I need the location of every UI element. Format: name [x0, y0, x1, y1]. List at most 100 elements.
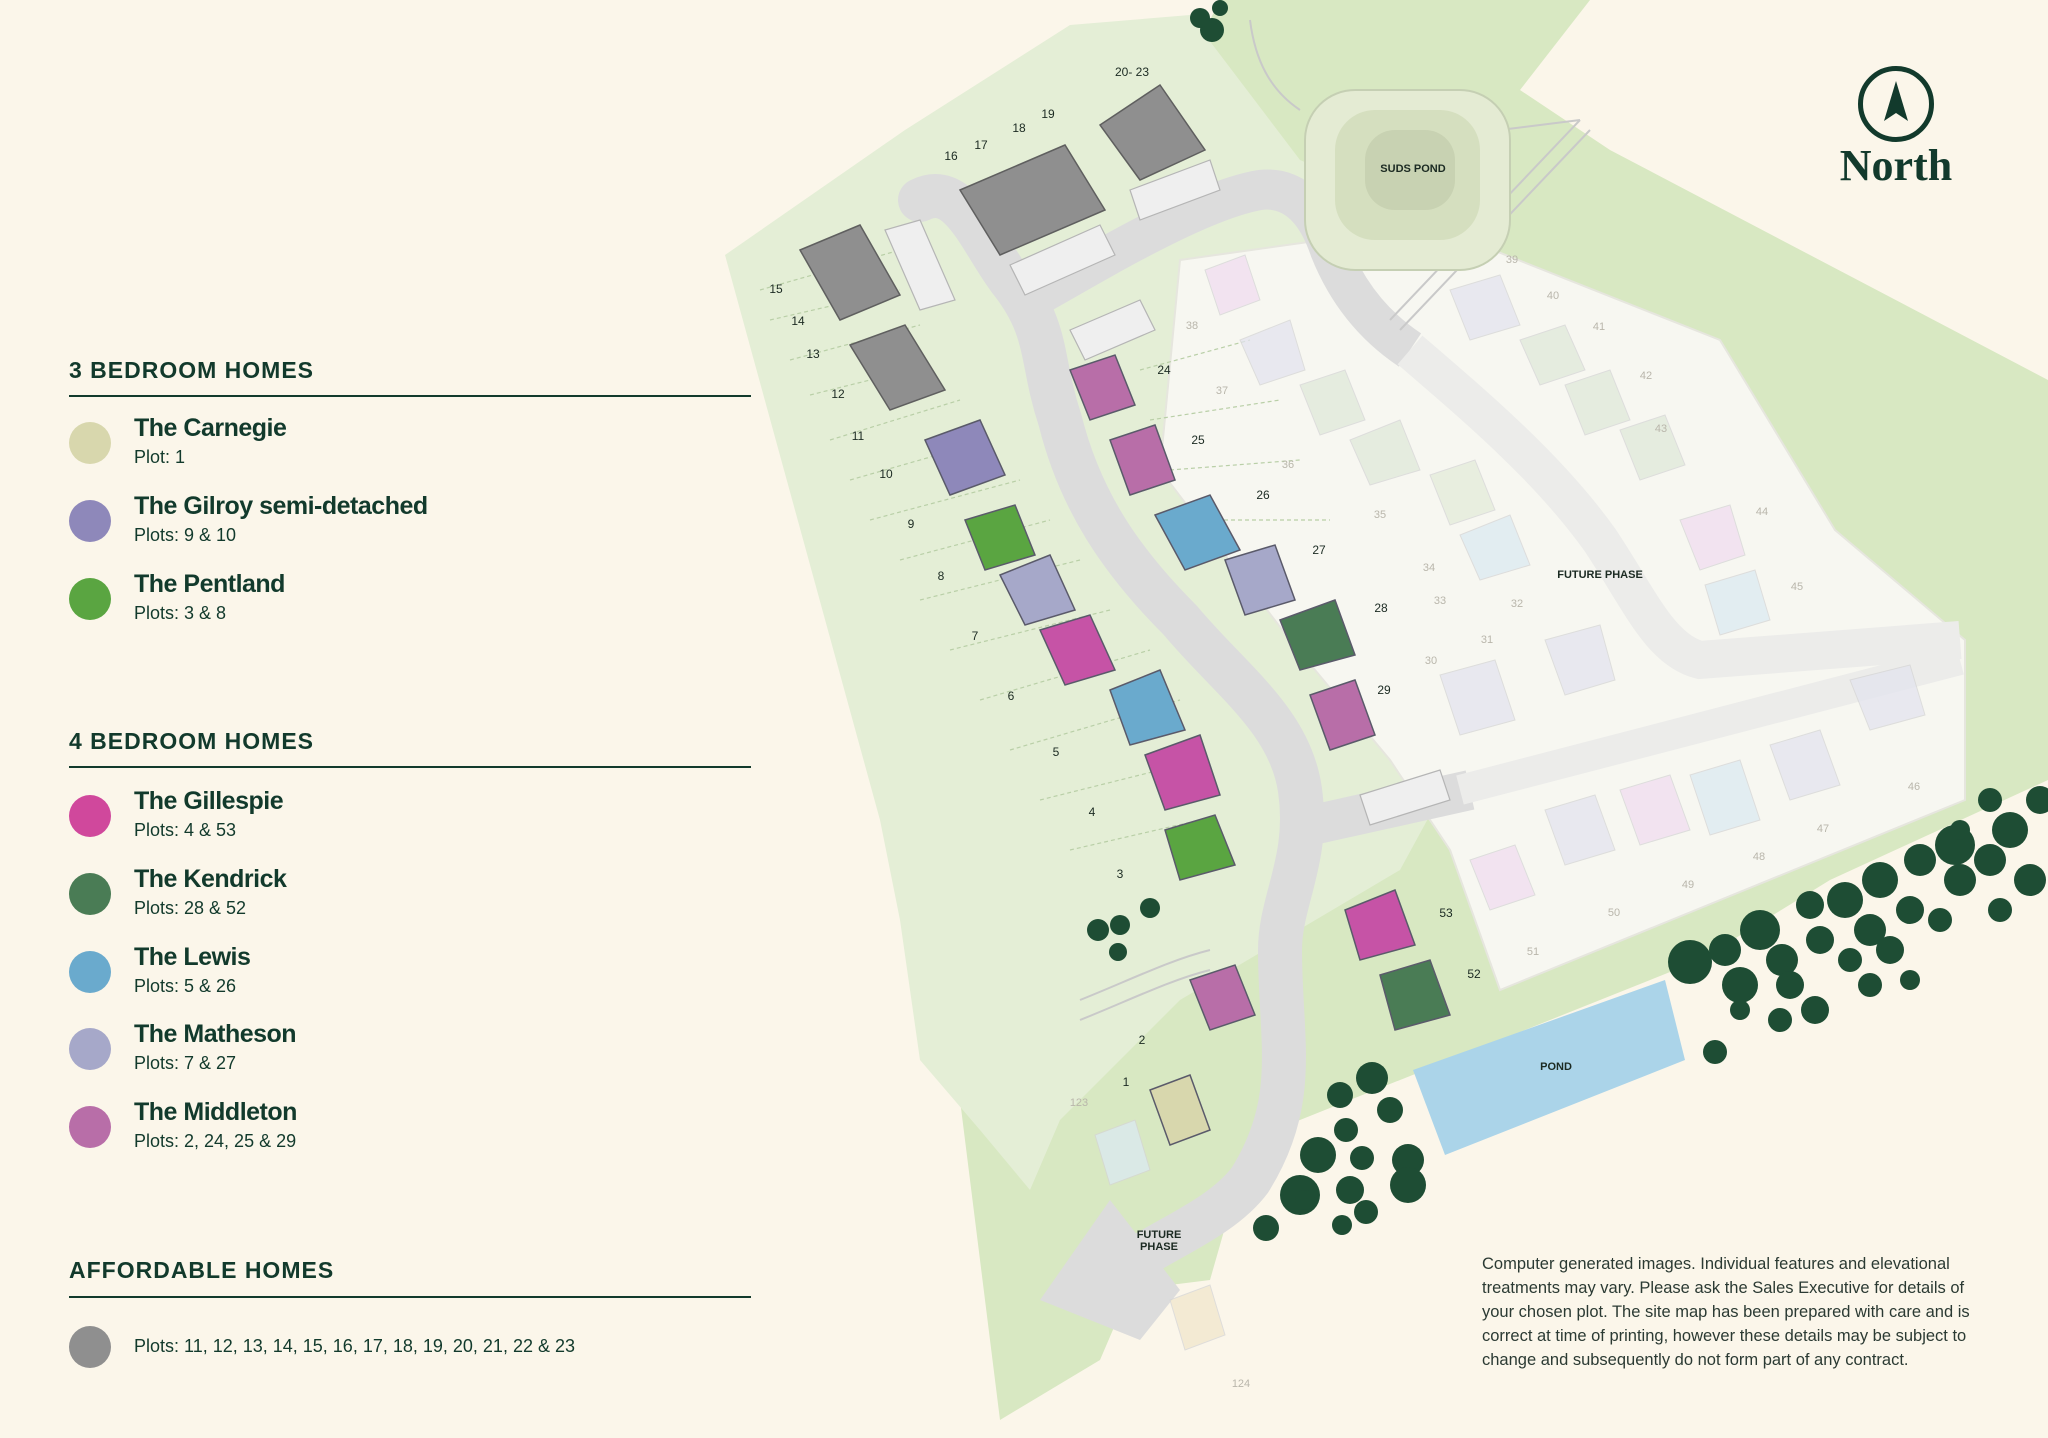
- plot-number: 48: [1753, 851, 1765, 863]
- house-type-plots: Plots: 28 & 52: [134, 898, 247, 918]
- north-arrow-icon: [1858, 66, 1934, 142]
- plot-number: 123: [1070, 1097, 1088, 1109]
- legend-panel: 3 BEDROOM HOMES The Carnegie Plot: 1 The…: [0, 0, 760, 1438]
- access-road: [1040, 1200, 1180, 1340]
- compass: North: [1836, 66, 1956, 191]
- house-type-plots: Plots: 7 & 27: [134, 1053, 237, 1073]
- suds-pond-label: SUDS POND: [1380, 163, 1445, 175]
- house-type-plots: Plots: 3 & 8: [134, 603, 227, 623]
- disclaimer-text: Computer generated images. Individual fe…: [1482, 1255, 1970, 1369]
- legend-item-affordable: Plots: 11, 12, 13, 14, 15, 16, 17, 18, 1…: [69, 1318, 709, 1378]
- affordable-title: AFFORDABLE HOMES: [69, 1257, 335, 1283]
- color-swatch: [69, 795, 111, 837]
- legend-item-carnegie: The Carnegie Plot: 1: [69, 414, 709, 474]
- suds-pond: SUDS POND: [1304, 89, 1511, 271]
- legend-item-pentland: The Pentland Plots: 3 & 8: [69, 570, 709, 630]
- north-road: [1020, 169, 1422, 367]
- plot-number: 10: [879, 467, 893, 481]
- trees: [1087, 0, 2048, 1241]
- house-type-name: The Middleton: [134, 1098, 297, 1126]
- color-swatch: [69, 1106, 111, 1148]
- house-type-plots: Plots: 4 & 53: [134, 820, 237, 840]
- plot-number: 51: [1527, 946, 1539, 958]
- plot-number: 9: [908, 517, 915, 531]
- plot-number: 2: [1139, 1033, 1146, 1047]
- plot-number: 45: [1791, 581, 1803, 593]
- green-field: [960, 0, 2048, 1420]
- plot-number: 44: [1756, 506, 1768, 518]
- plot-number: 16: [944, 149, 958, 163]
- plot-number: 42: [1640, 370, 1652, 382]
- color-swatch: [69, 1028, 111, 1070]
- plot-number: 46: [1908, 781, 1920, 793]
- divider: [69, 395, 751, 397]
- plot-number: 27: [1312, 543, 1326, 557]
- plot-number: 12: [831, 387, 845, 401]
- plot-number: 40: [1547, 290, 1559, 302]
- plot-number: 31: [1481, 634, 1493, 646]
- plot-number: 15: [769, 282, 783, 296]
- future-phase-label: FUTURE PHASE: [1557, 569, 1643, 581]
- plot-number: 38: [1186, 320, 1198, 332]
- plot-number: 4: [1089, 805, 1096, 819]
- color-swatch: [69, 873, 111, 915]
- plot-number: 3: [1117, 867, 1124, 881]
- plot-number: 29: [1377, 683, 1391, 697]
- plot-number: 8: [938, 569, 945, 583]
- plot-number: 6: [1008, 689, 1015, 703]
- house-type-name: The Matheson: [134, 1020, 297, 1048]
- legend-item-middleton: The Middleton Plots: 2, 24, 25 & 29: [69, 1098, 709, 1158]
- house-type-name: The Gilroy semi-detached: [134, 492, 428, 520]
- color-swatch: [69, 500, 111, 542]
- plot-number: 52: [1467, 967, 1481, 981]
- main-road: [898, 174, 1325, 1292]
- house-type-plots: Plots: 5 & 26: [134, 976, 237, 996]
- legend-item-kendrick: The Kendrick Plots: 28 & 52: [69, 865, 709, 925]
- pond: POND: [1413, 980, 1685, 1155]
- plot-number: 17: [974, 138, 988, 152]
- plot-number: 32: [1511, 598, 1523, 610]
- three-bed-title: 3 BEDROOM HOMES: [69, 357, 315, 383]
- color-swatch: [69, 578, 111, 620]
- house-type-name: The Carnegie: [134, 414, 287, 442]
- market-houses: [923, 354, 1451, 1146]
- plot-number: 20- 23: [1115, 65, 1149, 79]
- divider: [69, 1296, 751, 1298]
- plot-number: 11: [852, 429, 865, 443]
- house-type-plots: Plot: 1: [134, 447, 186, 467]
- plot-number: 50: [1608, 907, 1620, 919]
- plot-number: 47: [1817, 823, 1829, 835]
- plot-number: 14: [791, 314, 805, 328]
- future-road: [1397, 335, 1962, 680]
- plot-number: 34: [1423, 562, 1435, 574]
- plot-number: 41: [1593, 321, 1605, 333]
- site-plan-map: SUDS POND POND: [725, 0, 2048, 1420]
- plot-number: 25: [1191, 433, 1205, 447]
- plot-labels: 1 2 3 4 5 6 7 8 9 10 11 12 13 14 15 16 1…: [769, 65, 1481, 1089]
- plot-number: 33: [1434, 595, 1446, 607]
- plot-number: 7: [972, 629, 979, 643]
- plot-number: 124: [1232, 1378, 1250, 1390]
- plot-number: 28: [1374, 601, 1388, 615]
- plot-number: 37: [1216, 385, 1228, 397]
- color-swatch: [69, 1326, 111, 1368]
- house-type-plots: Plots: 9 & 10: [134, 525, 237, 545]
- plot-number: 13: [806, 347, 820, 361]
- legend-item-lewis: The Lewis Plots: 5 & 26: [69, 943, 709, 1003]
- legend-item-gillespie: The Gillespie Plots: 4 & 53: [69, 787, 709, 847]
- house-type-name: The Lewis: [134, 943, 251, 971]
- plot-number: 5: [1053, 745, 1060, 759]
- plot-number: 36: [1282, 459, 1294, 471]
- parking-bays: [884, 159, 1451, 826]
- house-type-name: The Pentland: [134, 570, 285, 598]
- plot-number: 43: [1655, 423, 1667, 435]
- house-type-plots: Plots: 11, 12, 13, 14, 15, 16, 17, 18, 1…: [134, 1336, 575, 1356]
- plot-number: 30: [1425, 655, 1437, 667]
- legend-item-matheson: The Matheson Plots: 7 & 27: [69, 1020, 709, 1080]
- plot-number: 19: [1041, 107, 1055, 121]
- future-plot-labels: 30 31 32 33 34 35 36 37 38 39 40 41 42 4…: [1070, 254, 1920, 1390]
- house-type-name: The Kendrick: [134, 865, 287, 893]
- legend-item-gilroy: The Gilroy semi-detached Plots: 9 & 10: [69, 492, 709, 552]
- pond-label: POND: [1540, 1061, 1572, 1073]
- affordable-houses: [798, 83, 1207, 411]
